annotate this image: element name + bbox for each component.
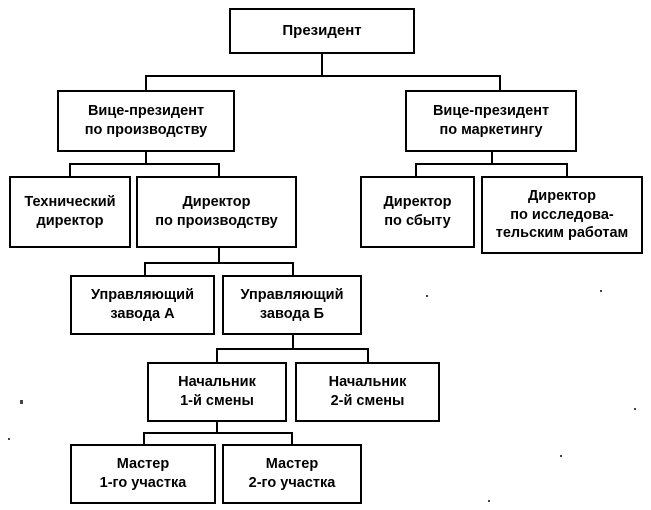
connector-plant-bus: [144, 262, 294, 264]
scan-speck: [426, 295, 428, 297]
connector-prod-dir-bus: [69, 163, 220, 165]
connector-shift-bus: [216, 348, 369, 350]
technical-director-label-line1: Технический: [24, 194, 116, 211]
shift-2-head-label-line2: 2-й смены: [330, 393, 405, 409]
plant-a-manager-label-line2: завода А: [110, 306, 175, 322]
vp-production-label-line2: по производству: [84, 122, 208, 138]
sales-director-label-line2: по сбыту: [384, 213, 451, 229]
scan-speck: [488, 500, 490, 502]
shift-1-head-box: Начальник 1-й смены: [147, 362, 287, 422]
section-2-master-label-line1: Мастер: [265, 456, 319, 473]
research-director-label-line2: по исследова-: [510, 206, 614, 223]
technical-director-label-line2: директор: [36, 213, 104, 229]
connector-prod-dir-down: [218, 248, 220, 263]
connector-president-down: [321, 54, 323, 76]
connector-vp-mkt-down: [491, 152, 493, 164]
connector-mkt-bus: [415, 163, 568, 165]
research-director-label-line3: тельским работам: [495, 225, 629, 242]
scan-speck: [20, 400, 23, 404]
connector-plant-b: [292, 262, 294, 275]
connector-vp-prod-down: [145, 152, 147, 164]
connector-shift-1: [216, 348, 218, 362]
production-director-label-line1: Директор: [182, 194, 251, 211]
connector-master-2: [291, 432, 293, 444]
scan-speck: [560, 455, 562, 457]
connector-vp-bus: [145, 75, 501, 77]
section-2-master-box: Мастер 2-го участка: [222, 444, 362, 504]
vp-marketing-label-line2: по маркетингу: [439, 122, 543, 138]
president-box: Президент: [229, 8, 415, 54]
connector-shift-2: [367, 348, 369, 362]
shift-1-head-label-line2: 1-й смены: [180, 393, 254, 409]
connector-prod-dir: [218, 163, 220, 176]
section-1-master-label-line1: Мастер: [116, 456, 170, 473]
scan-speck: [8, 438, 10, 440]
research-director-label-line1: Директор: [527, 187, 597, 204]
connector-master-1: [143, 432, 145, 444]
plant-b-manager-label-line2: завода Б: [259, 306, 325, 322]
connector-plant-b-down: [292, 335, 294, 349]
connector-sales-dir: [415, 163, 417, 176]
connector-vp-prod: [145, 75, 147, 90]
vp-production-label-line1: Вице-президент: [87, 103, 205, 120]
sales-director-box: Директор по сбыту: [360, 176, 475, 248]
plant-b-manager-label-line1: Управляющий: [240, 287, 344, 304]
connector-research-dir: [566, 163, 568, 176]
connector-shift-1-down: [216, 422, 218, 433]
connector-master-bus: [143, 432, 293, 434]
vp-production-box: Вице-президент по производству: [57, 90, 235, 152]
research-director-box: Директор по исследова- тельским работам: [481, 176, 643, 254]
plant-a-manager-box: Управляющий завода А: [70, 275, 215, 335]
production-director-box: Директор по производству: [136, 176, 297, 248]
shift-1-head-label-line1: Начальник: [178, 374, 256, 391]
connector-plant-a: [144, 262, 146, 275]
shift-2-head-label-line1: Начальник: [328, 374, 407, 391]
scan-speck: [634, 408, 636, 410]
vp-marketing-label-line1: Вице-президент: [432, 103, 550, 120]
production-director-label-line2: по производству: [155, 213, 278, 229]
technical-director-box: Технический директор: [9, 176, 131, 248]
shift-2-head-box: Начальник 2-й смены: [295, 362, 440, 422]
sales-director-label-line1: Директор: [383, 194, 452, 211]
plant-b-manager-box: Управляющий завода Б: [222, 275, 362, 335]
scan-speck: [600, 290, 602, 292]
section-2-master-label-line2: 2-го участка: [248, 475, 336, 491]
president-label: Президент: [282, 22, 362, 40]
connector-tech-dir: [69, 163, 71, 176]
connector-vp-mkt: [499, 75, 501, 90]
section-1-master-box: Мастер 1-го участка: [70, 444, 216, 504]
plant-a-manager-label-line1: Управляющий: [91, 287, 194, 304]
section-1-master-label-line2: 1-го участка: [99, 475, 187, 491]
vp-marketing-box: Вице-президент по маркетингу: [405, 90, 577, 152]
